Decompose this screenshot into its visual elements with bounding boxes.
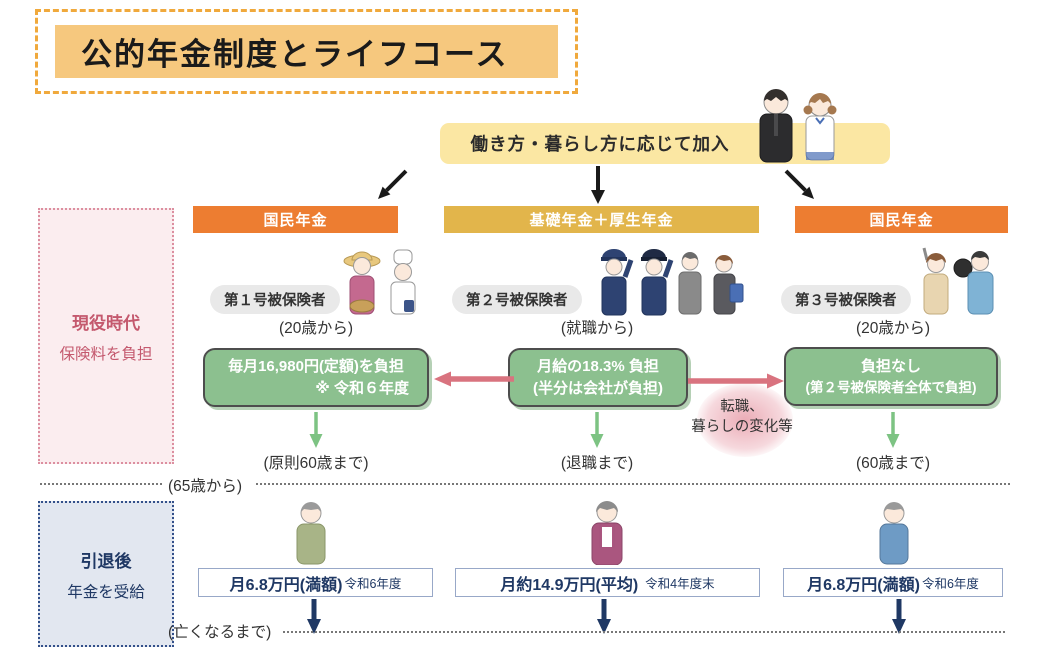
transfer-arrow-left-icon bbox=[434, 371, 514, 387]
pension-note-2: 令和4年度末 bbox=[645, 577, 715, 591]
retired-era-label: 引退後 年金を受給 bbox=[38, 501, 174, 647]
contribution-box-3: 負担なし (第２号被保険者全体で負担) bbox=[784, 347, 998, 406]
insured-category-1: 第１号被保険者 bbox=[210, 285, 340, 314]
branch-arrow-center-icon bbox=[591, 166, 605, 204]
down-arrow-green-col2-icon bbox=[590, 412, 604, 448]
transition-note-line2: 暮らしの変化等 bbox=[691, 418, 793, 435]
contribution-3-line2: (第２号被保険者全体で負担) bbox=[805, 379, 977, 395]
transfer-arrow-right-icon bbox=[688, 373, 784, 389]
until-age-col3: (60歳まで) bbox=[855, 455, 931, 472]
age65-dotline-left bbox=[40, 483, 162, 485]
start-age-col2: (就職から) bbox=[560, 320, 634, 337]
down-arrow-navy-col3-icon bbox=[892, 599, 906, 634]
age65-label: (65歳から) bbox=[168, 478, 243, 495]
contribution-1-line1: 毎月16,980円(定額)を負担 bbox=[228, 357, 404, 375]
pension-amount-box-3: 月6.8万円(満額) 令和6年度 bbox=[783, 568, 1003, 597]
column-header-national-pension-right: 国民年金 bbox=[795, 206, 1008, 233]
working-era-subtitle: 保険料を負担 bbox=[59, 345, 153, 363]
column-header-national-pension-left: 国民年金 bbox=[193, 206, 398, 233]
students-illustration bbox=[759, 89, 837, 163]
transition-highlight bbox=[697, 383, 793, 457]
retired-era-subtitle: 年金を受給 bbox=[67, 583, 145, 601]
pension-amount-box-1: 月6.8万円(満額) 令和6年度 bbox=[198, 568, 433, 597]
contribution-1-line2: ※ 令和６年度 bbox=[315, 379, 409, 397]
until-age-col2: (退職まで) bbox=[560, 455, 634, 472]
page-title: 公的年金制度とライフコース bbox=[55, 25, 558, 78]
page-title-block: 公的年金制度とライフコース bbox=[35, 9, 578, 94]
workers-illustration bbox=[601, 249, 744, 316]
join-banner-text: 働き方・暮らし方に応じて加入 bbox=[470, 134, 730, 154]
down-arrow-navy-col1-icon bbox=[307, 599, 321, 634]
transition-note: 転職、 暮らしの変化等 bbox=[672, 398, 812, 437]
pension-amount-3: 月6.8万円(満額) bbox=[807, 576, 920, 594]
homemakers-illustration bbox=[922, 247, 994, 315]
branch-arrow-right-icon bbox=[784, 169, 814, 199]
contribution-2-line1: 月給の18.3% 負担 bbox=[537, 357, 659, 375]
elderly-woman-illustration bbox=[591, 501, 623, 565]
contribution-box-2: 月給の18.3% 負担 (半分は会社が負担) bbox=[508, 348, 688, 407]
pension-note-3: 令和6年度 bbox=[921, 577, 979, 591]
elderly-man-green-illustration bbox=[296, 502, 326, 565]
working-era-label: 現役時代 保険料を負担 bbox=[38, 208, 174, 464]
insured-category-2: 第２号被保険者 bbox=[452, 285, 582, 314]
start-age-col3: (20歳から) bbox=[855, 320, 931, 337]
insured-category-3: 第３号被保険者 bbox=[781, 285, 911, 314]
retired-era-title: 引退後 bbox=[80, 551, 132, 571]
working-era-title: 現役時代 bbox=[72, 313, 140, 333]
age65-dotline-right bbox=[256, 483, 1010, 485]
farmer-and-chef-illustration bbox=[343, 249, 416, 315]
transition-note-line1: 転職、 bbox=[720, 399, 764, 415]
start-age-col1: (20歳から) bbox=[278, 320, 354, 337]
pension-amount-2: 月約14.9万円(平均) bbox=[500, 576, 639, 594]
contribution-2-line2: (半分は会社が負担) bbox=[533, 379, 663, 397]
contribution-box-1: 毎月16,980円(定額)を負担 ※ 令和６年度 bbox=[203, 348, 429, 407]
pension-amount-1: 月6.8万円(満額) bbox=[229, 576, 343, 594]
down-arrow-green-col3-icon bbox=[886, 412, 900, 448]
down-arrow-navy-col2-icon bbox=[597, 599, 611, 634]
contribution-3-line1: 負担なし bbox=[860, 357, 921, 375]
pension-amount-box-2: 月約14.9万円(平均) 令和4年度末 bbox=[455, 568, 760, 597]
death-dotline bbox=[283, 631, 1005, 633]
until-age-col1: (原則60歳まで) bbox=[263, 455, 369, 472]
branch-arrow-left-icon bbox=[378, 169, 408, 199]
elderly-man-blue-illustration bbox=[879, 502, 909, 565]
pension-note-1: 令和6年度 bbox=[344, 577, 402, 591]
until-death-label: (亡くなるまで) bbox=[168, 624, 272, 641]
column-header-basic-plus-employee-pension: 基礎年金＋厚生年金 bbox=[444, 206, 759, 233]
down-arrow-green-col1-icon bbox=[309, 412, 323, 448]
